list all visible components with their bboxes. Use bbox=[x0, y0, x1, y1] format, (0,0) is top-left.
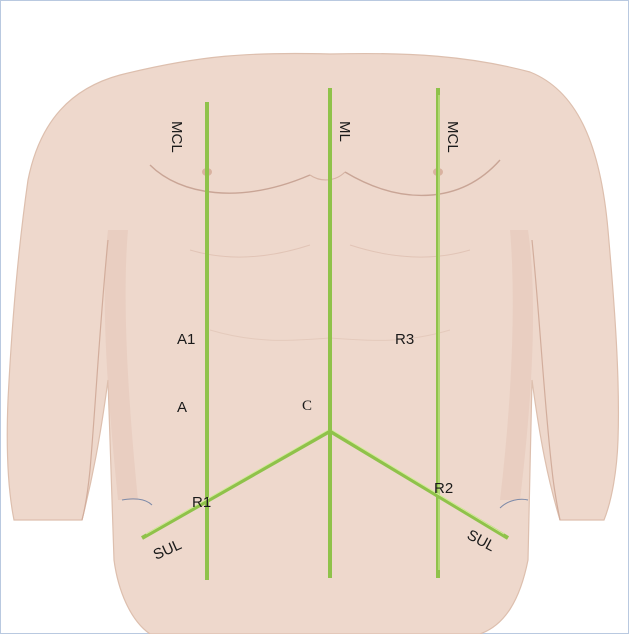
label-a: A bbox=[177, 399, 187, 416]
label-mcl-right: MCL bbox=[168, 121, 185, 153]
label-c: C bbox=[302, 398, 312, 414]
label-r1: R1 bbox=[192, 494, 211, 511]
label-r2: R2 bbox=[434, 480, 453, 497]
label-a1: A1 bbox=[177, 331, 195, 348]
label-ml: ML bbox=[336, 121, 353, 142]
label-mcl-left: MCL bbox=[444, 121, 461, 153]
label-r3: R3 bbox=[395, 331, 414, 348]
